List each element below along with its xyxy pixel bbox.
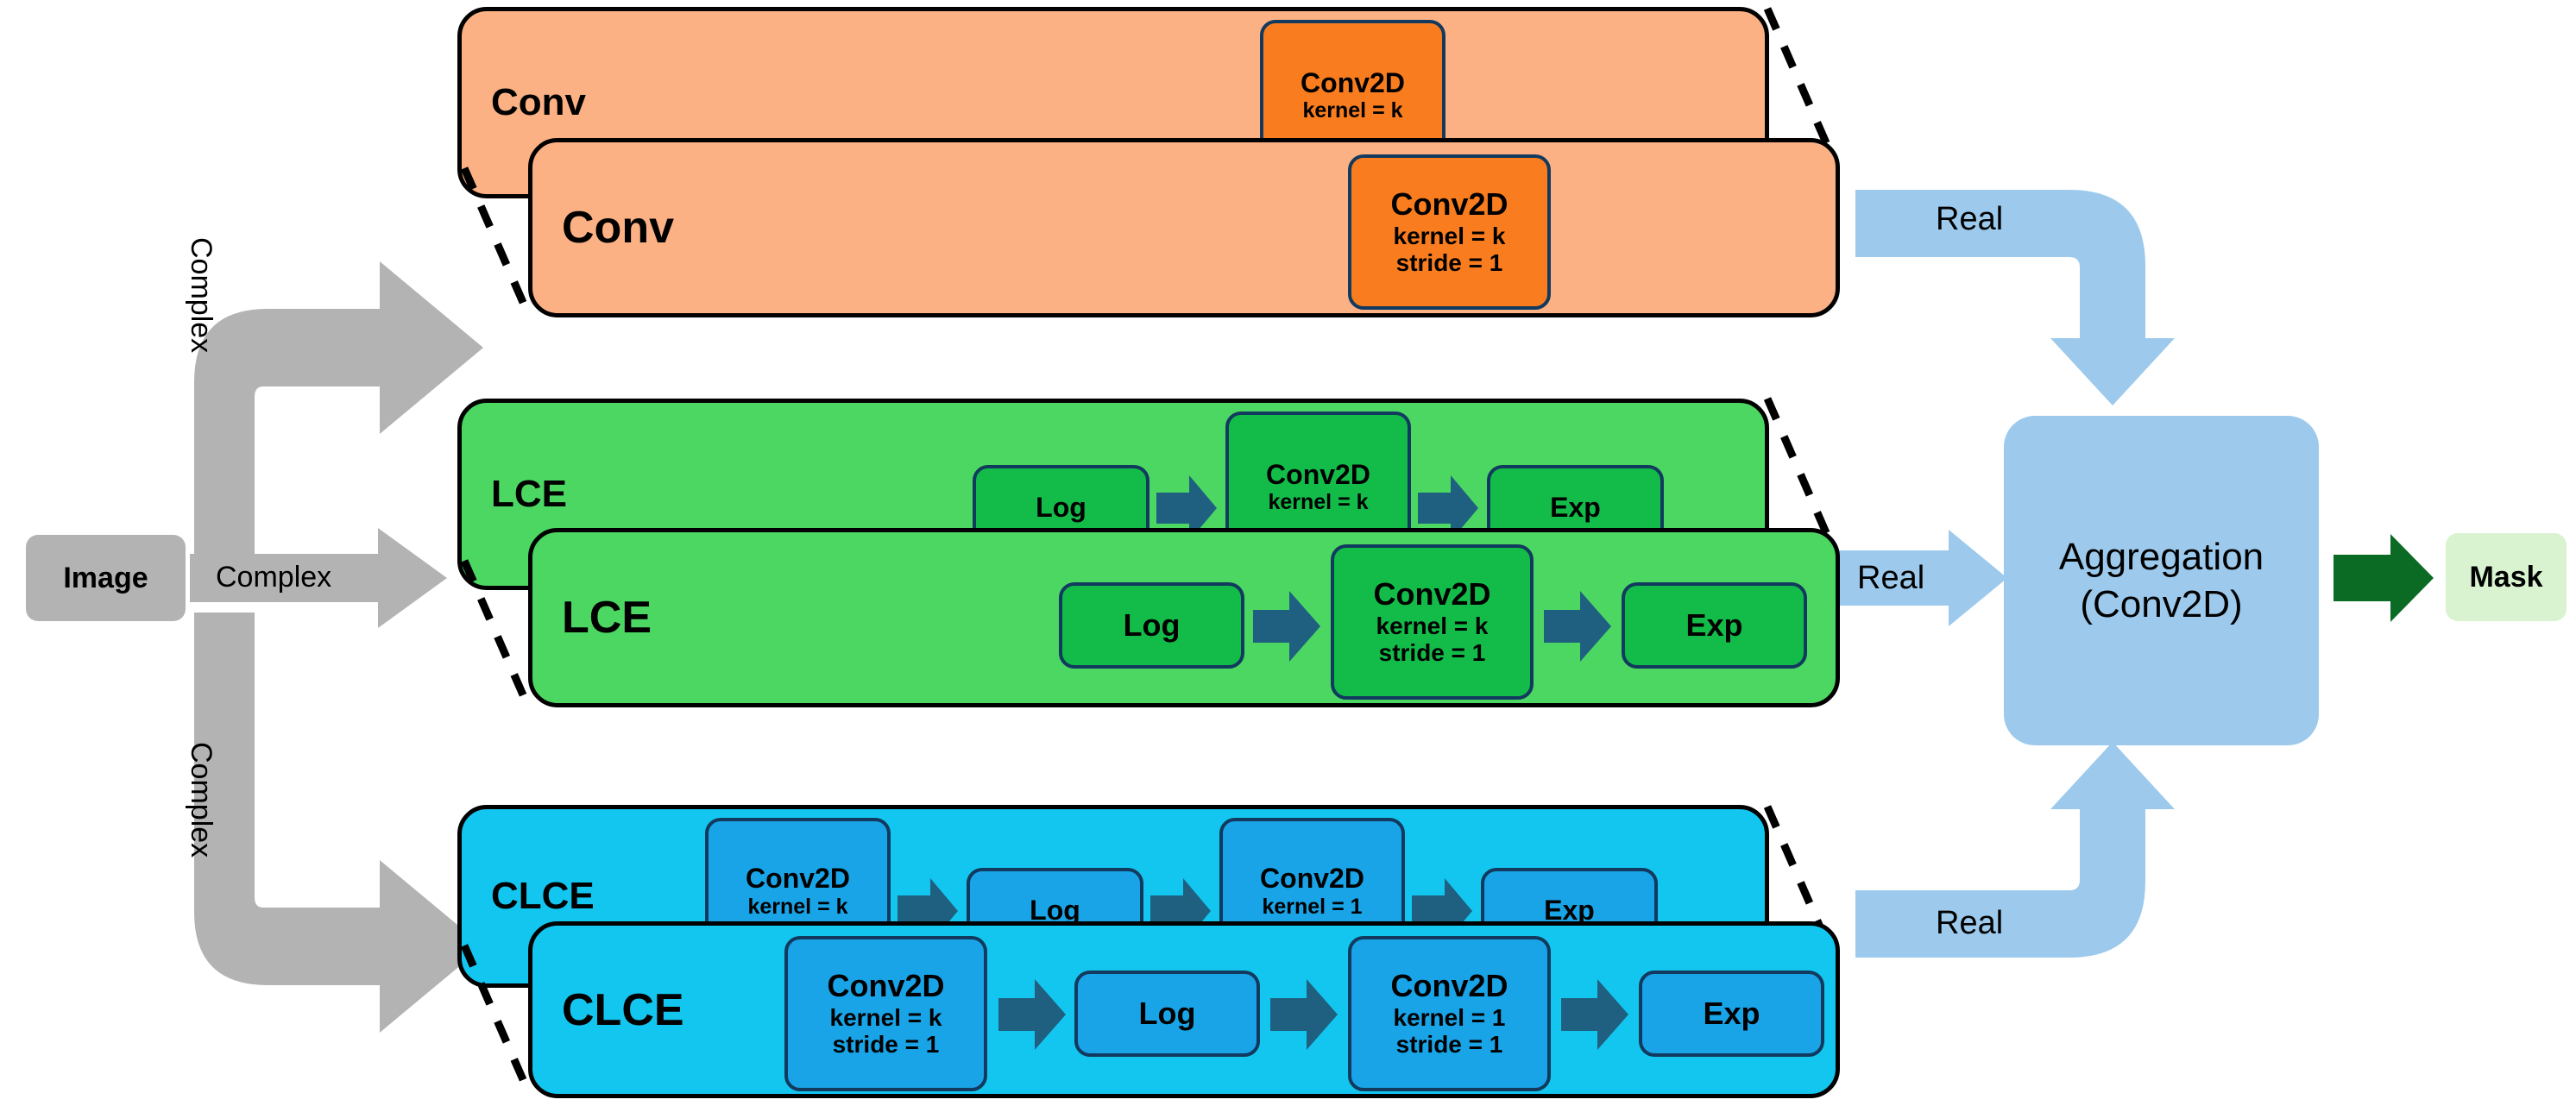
real-label-clce: Real bbox=[1936, 905, 2004, 941]
chevron-arrow-icon bbox=[998, 979, 1066, 1050]
op-sub: kernel = 1 bbox=[1393, 1003, 1506, 1031]
op-title: Conv2D bbox=[827, 968, 945, 1004]
op-title: Log bbox=[1036, 492, 1086, 524]
op-title: Conv2D bbox=[1260, 863, 1364, 895]
complex-arrow-conv bbox=[194, 261, 483, 582]
op-sub: kernel = k bbox=[747, 894, 848, 919]
op-title: Conv2D bbox=[1301, 66, 1405, 98]
real-arrow-conv bbox=[1855, 190, 2175, 405]
chevron-arrow-icon bbox=[1544, 591, 1611, 662]
op-title: Log bbox=[1138, 995, 1196, 1031]
op-title: Log bbox=[1030, 895, 1080, 927]
mask-node[interactable]: Mask bbox=[2446, 533, 2567, 621]
op-title: Exp bbox=[1685, 606, 1743, 643]
op-title: Exp bbox=[1703, 995, 1760, 1031]
branch-conv-front-label: Conv bbox=[562, 203, 674, 253]
branch-lce-back-label: LCE bbox=[491, 473, 567, 515]
edge-label-complex-clce: Complex bbox=[185, 742, 217, 858]
op-title: Conv2D bbox=[1373, 576, 1491, 613]
chevron-arrow-icon bbox=[1270, 979, 1338, 1050]
edge-label-complex-lce: Complex bbox=[216, 561, 332, 594]
image-node[interactable]: Image bbox=[26, 535, 186, 621]
op-log-front[interactable]: Log bbox=[1074, 971, 1260, 1057]
op-title: Conv2D bbox=[1390, 186, 1508, 223]
real-label-lce: Real bbox=[1857, 560, 1925, 596]
image-node-label: Image bbox=[63, 561, 148, 594]
real-arrow-clce bbox=[1855, 742, 2175, 958]
op-sub: kernel = k bbox=[1302, 98, 1403, 123]
op-conv2d-front[interactable]: Conv2D kernel = k stride = 1 bbox=[1348, 154, 1551, 310]
branch-lce-front[interactable]: LCE Log Conv2D kernel = k stride = 1 Exp bbox=[528, 528, 1840, 707]
op-sub: kernel = k bbox=[1393, 222, 1506, 249]
op-sub: kernel = k bbox=[1268, 490, 1369, 515]
op-sub: stride = 1 bbox=[1378, 639, 1486, 667]
branch-clce-back-label: CLCE bbox=[491, 875, 595, 917]
complex-arrow-clce bbox=[194, 613, 483, 1033]
op-sub: kernel = 1 bbox=[1262, 894, 1363, 919]
op-title: Exp bbox=[1544, 895, 1595, 927]
real-label-conv: Real bbox=[1936, 201, 2004, 237]
stack-dashed-connector-lce bbox=[1763, 397, 1832, 538]
op-sub: stride = 1 bbox=[1395, 1031, 1503, 1059]
op-conv2d-front[interactable]: Conv2D kernel = k stride = 1 bbox=[1331, 544, 1534, 700]
branch-lce-front-label: LCE bbox=[562, 593, 652, 643]
chevron-arrow-icon bbox=[1253, 591, 1320, 662]
stack-dashed-connector-clce-left bbox=[460, 944, 529, 1085]
chevron-arrow-icon bbox=[1418, 475, 1478, 541]
real-arrow-lce bbox=[1838, 530, 2007, 626]
op-conv2d-front-2[interactable]: Conv2D kernel = 1 stride = 1 bbox=[1348, 936, 1551, 1091]
op-sub: kernel = k bbox=[1376, 612, 1489, 639]
op-exp-front[interactable]: Exp bbox=[1639, 971, 1824, 1057]
stack-dashed-connector-lce-left bbox=[460, 559, 529, 700]
chevron-arrow-icon bbox=[1156, 475, 1217, 541]
op-sub: stride = 1 bbox=[832, 1031, 940, 1059]
op-sub: kernel = k bbox=[829, 1003, 942, 1031]
stack-dashed-connector-conv bbox=[1763, 7, 1832, 148]
op-log-front[interactable]: Log bbox=[1059, 582, 1244, 669]
op-title: Conv2D bbox=[1390, 968, 1508, 1004]
op-title: Log bbox=[1123, 606, 1181, 643]
complex-arrow-lce bbox=[190, 528, 447, 628]
aggregation-title: Aggregation bbox=[2058, 536, 2264, 578]
aggregation-subtitle: (Conv2D) bbox=[2080, 583, 2243, 625]
aggregation-node[interactable]: Aggregation (Conv2D) bbox=[2004, 416, 2319, 745]
stack-dashed-connector-conv-left bbox=[460, 166, 529, 308]
branch-clce-front-label: CLCE bbox=[562, 984, 684, 1035]
op-title: Conv2D bbox=[746, 863, 850, 895]
chevron-arrow-icon bbox=[1561, 979, 1628, 1050]
op-sub: stride = 1 bbox=[1395, 249, 1503, 277]
mask-label: Mask bbox=[2469, 560, 2543, 594]
mask-arrow-icon bbox=[2334, 534, 2434, 622]
branch-clce-front[interactable]: CLCE Conv2D kernel = k stride = 1 Log Co… bbox=[528, 921, 1840, 1098]
op-title: Conv2D bbox=[1266, 458, 1370, 490]
branch-conv-back-label: Conv bbox=[491, 81, 586, 123]
edge-label-complex-conv: Complex bbox=[185, 237, 217, 354]
branch-conv-front[interactable]: Conv Conv2D kernel = k stride = 1 bbox=[528, 138, 1840, 317]
op-title: Exp bbox=[1550, 492, 1601, 524]
op-exp-front[interactable]: Exp bbox=[1622, 582, 1807, 669]
op-conv2d-front-1[interactable]: Conv2D kernel = k stride = 1 bbox=[784, 936, 987, 1091]
